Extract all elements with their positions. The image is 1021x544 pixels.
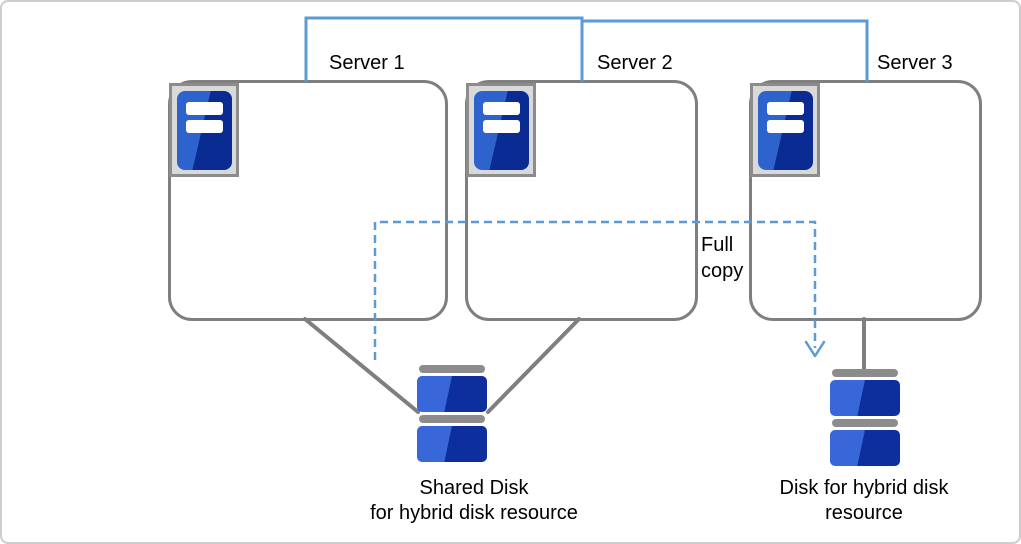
disk-cap-icon — [419, 365, 485, 373]
server-2-icon — [466, 83, 536, 177]
server-2-label: Server 2 — [597, 52, 673, 74]
hybrid-disk-icon — [830, 369, 900, 466]
disk-cap-icon — [419, 415, 485, 423]
disk-cap-icon — [832, 419, 898, 427]
server-1-icon — [169, 83, 239, 177]
server-slot-icon — [483, 120, 520, 133]
server-1-label: Server 1 — [329, 52, 405, 74]
server-slot-icon — [483, 102, 520, 115]
server-slot-icon — [767, 120, 804, 133]
server-tower-icon — [758, 91, 813, 170]
full-copy-arrowhead-icon — [804, 340, 826, 358]
disk-platter-icon — [830, 380, 900, 416]
server-tower-icon — [177, 91, 232, 170]
server1-shared-disk-link — [303, 317, 420, 414]
server-3-label: Server 3 — [877, 52, 953, 74]
server-slot-icon — [186, 120, 223, 133]
shared-disk-label: Shared Disk for hybrid disk resource — [370, 477, 578, 524]
hybrid-disk-label: Disk for hybrid disk resource — [779, 477, 949, 524]
shared-disk-icon — [417, 365, 487, 462]
disk-cap-icon — [832, 369, 898, 377]
server-tower-icon — [474, 91, 529, 170]
disk-platter-icon — [417, 376, 487, 412]
server-slot-icon — [767, 102, 804, 115]
server-3-icon — [750, 83, 820, 177]
full-copy-label: Full copy — [701, 234, 744, 282]
disk-platter-icon — [830, 430, 900, 466]
server-slot-icon — [186, 102, 223, 115]
server2-shared-disk-link — [486, 317, 581, 414]
disk-platter-icon — [417, 426, 487, 462]
